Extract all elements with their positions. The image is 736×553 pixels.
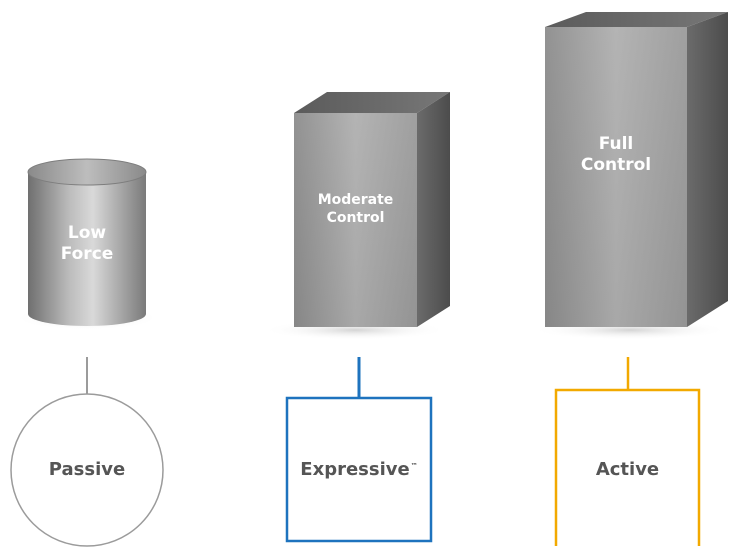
moderate-control-box [263, 92, 450, 340]
moderate-control-label-line1: Moderate [317, 192, 394, 208]
expressive-label-text: Expressive [300, 459, 410, 480]
cylinder-bottom [28, 302, 146, 326]
moderate-control-label-line2: Control [326, 209, 385, 226]
full-control-box [532, 12, 728, 340]
expressive-square [285, 396, 433, 543]
box-side-face [417, 92, 450, 327]
cylinder-body [28, 172, 146, 314]
passive-circle [10, 393, 164, 547]
low-force-label-line2: Force [60, 244, 114, 265]
box-side-face [687, 12, 728, 327]
active-label: Active [595, 459, 660, 480]
box-top-face [294, 92, 450, 113]
low-force-label-line1: Low [67, 223, 107, 243]
full-control-label-line1: Full [598, 134, 634, 154]
cylinder-top [27, 158, 147, 186]
moderate-control-label: Moderate Control [294, 192, 417, 227]
passive-label: Passive [48, 459, 126, 480]
full-control-label-line2: Control [580, 155, 652, 176]
expressive-label: Expressive™ [287, 459, 431, 480]
low-force-cylinder [15, 158, 159, 330]
trademark-mark: ™ [410, 462, 418, 470]
active-frame [554, 388, 701, 546]
full-control-label: Full Control [545, 134, 687, 177]
box-top-face [545, 12, 728, 27]
low-force-label: Low Force [27, 223, 147, 266]
